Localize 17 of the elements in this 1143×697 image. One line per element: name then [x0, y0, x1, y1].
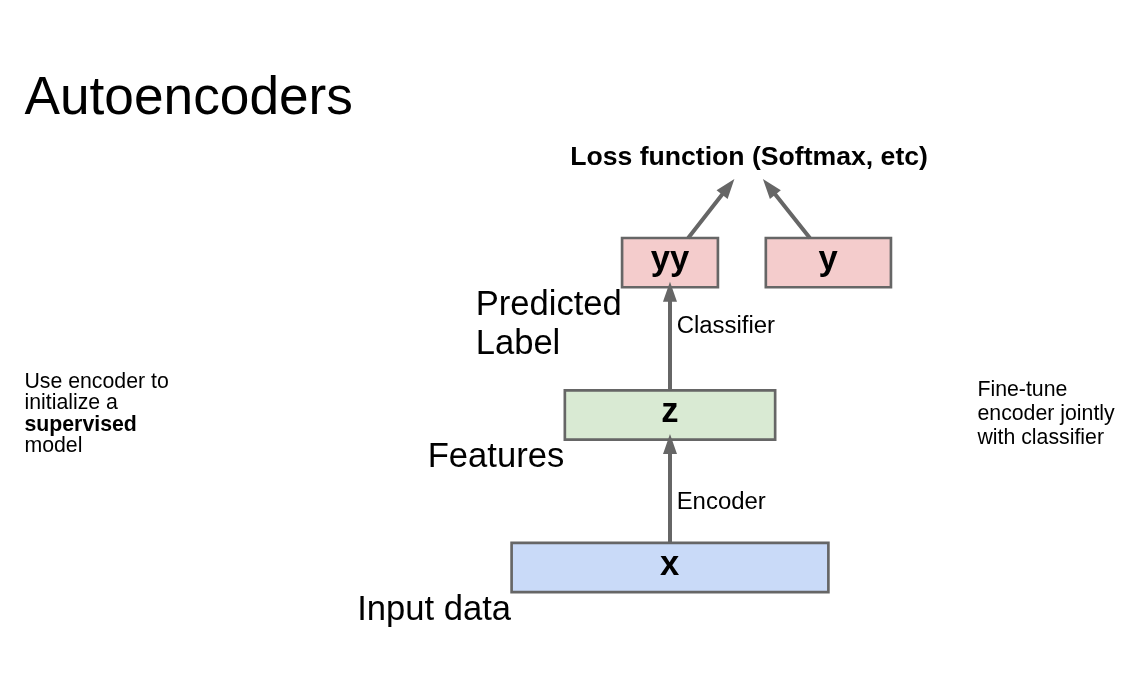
- arrow: [663, 281, 677, 391]
- node-label: Input data: [357, 588, 512, 627]
- diagram-title: Autoencoders: [24, 66, 353, 126]
- label: Use encoder to initialize a supervised model: [24, 369, 169, 458]
- node-label: Features: [427, 436, 565, 475]
- edge-label: Encoder: [676, 486, 766, 514]
- edge-label: Classifier: [676, 311, 776, 339]
- node-box: z: [563, 389, 777, 441]
- node-box: y: [764, 236, 893, 289]
- node-label: Predicted Label: [475, 283, 622, 361]
- node-box: yy: [620, 236, 720, 289]
- arrow: [663, 434, 677, 543]
- label: Fine-tune encoder jointly with classifier: [977, 377, 1115, 450]
- node-text: Loss function (Softmax, etc): [570, 140, 928, 171]
- arrow: [686, 178, 735, 240]
- node-box: x: [510, 541, 830, 594]
- arrow: [762, 178, 812, 240]
